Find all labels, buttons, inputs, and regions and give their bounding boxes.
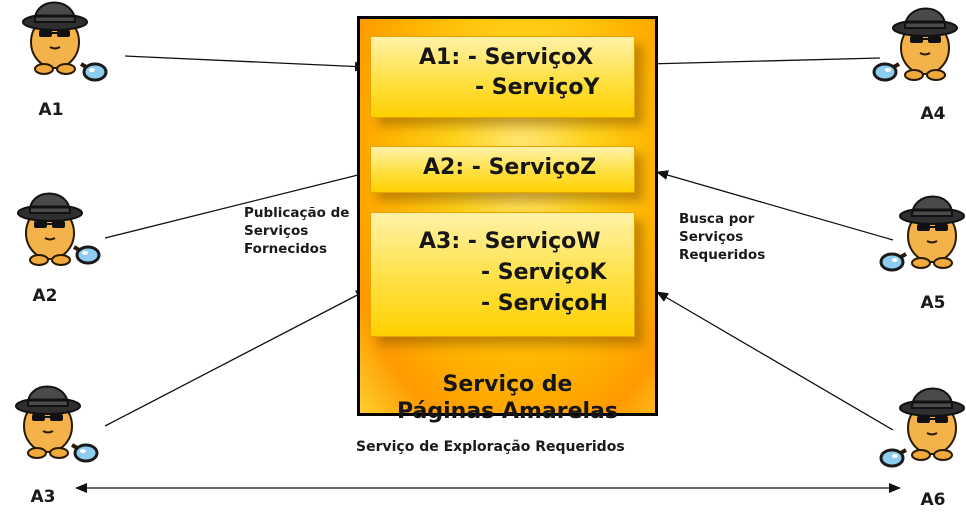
agent-a1-icon — [21, 1, 108, 82]
agent-label-a5: A5 — [920, 293, 946, 313]
arrow-a3-publish — [104, 289, 368, 427]
registry-title-line2: Páginas Amarelas — [397, 399, 618, 424]
agent-a4-icon — [872, 7, 959, 82]
publish-note-line: Fornecidos — [244, 241, 327, 257]
registry-entry-a3: A3: - ServiçoW - ServiçoK - ServiçoH — [370, 212, 635, 337]
registry-entry-line: A2: - ServiçoZ — [423, 155, 597, 180]
registry-entry-line: - ServiçoY — [475, 75, 600, 100]
search-note: Busca por Serviços Requeridos — [679, 210, 765, 264]
agent-a3-icon — [14, 385, 99, 463]
agent-a6-icon — [879, 387, 966, 468]
agent-label-a3: A3 — [30, 487, 56, 507]
search-note-line: Serviços — [679, 229, 744, 245]
registry-title-line1: Serviço de — [442, 372, 573, 397]
agent-label-a1: A1 — [38, 100, 64, 120]
registry-entry-line: - ServiçoH — [481, 291, 608, 316]
publish-note-line: Publicação de — [244, 205, 350, 221]
search-note-line: Requeridos — [679, 247, 766, 263]
registry-entry-line: - ServiçoK — [481, 260, 607, 285]
search-note-line: Busca por — [679, 211, 755, 227]
yellow-pages-registry: A1: - ServiçoX - ServiçoY A2: - ServiçoZ… — [357, 16, 658, 424]
agent-a2-icon — [16, 192, 101, 267]
publish-note-line: Serviços — [244, 223, 309, 239]
registry-entry-line: A1: - ServiçoX — [419, 45, 594, 70]
arrow-a1-publish — [124, 55, 367, 72]
footer-caption: Serviço de Exploração Requeridos — [356, 439, 625, 455]
arrow-a2-publish — [104, 169, 371, 239]
agent-label-a4: A4 — [920, 104, 946, 124]
publish-note: Publicação de Serviços Fornecidos — [244, 204, 349, 258]
arrow-a6-search — [656, 291, 894, 431]
registry-entry-line: A3: - ServiçoW — [419, 229, 601, 254]
registry-entry-a2: A2: - ServiçoZ — [370, 146, 635, 193]
arrow-a4-search — [646, 57, 881, 69]
registry-entry-a1: A1: - ServiçoX - ServiçoY — [370, 36, 635, 118]
arrow-a5-search — [656, 170, 894, 241]
agent-label-a6: A6 — [920, 490, 946, 510]
agent-a5-icon — [879, 195, 966, 272]
registry-title: Serviço de Páginas Amarelas — [360, 371, 655, 425]
agent-label-a2: A2 — [32, 286, 58, 306]
